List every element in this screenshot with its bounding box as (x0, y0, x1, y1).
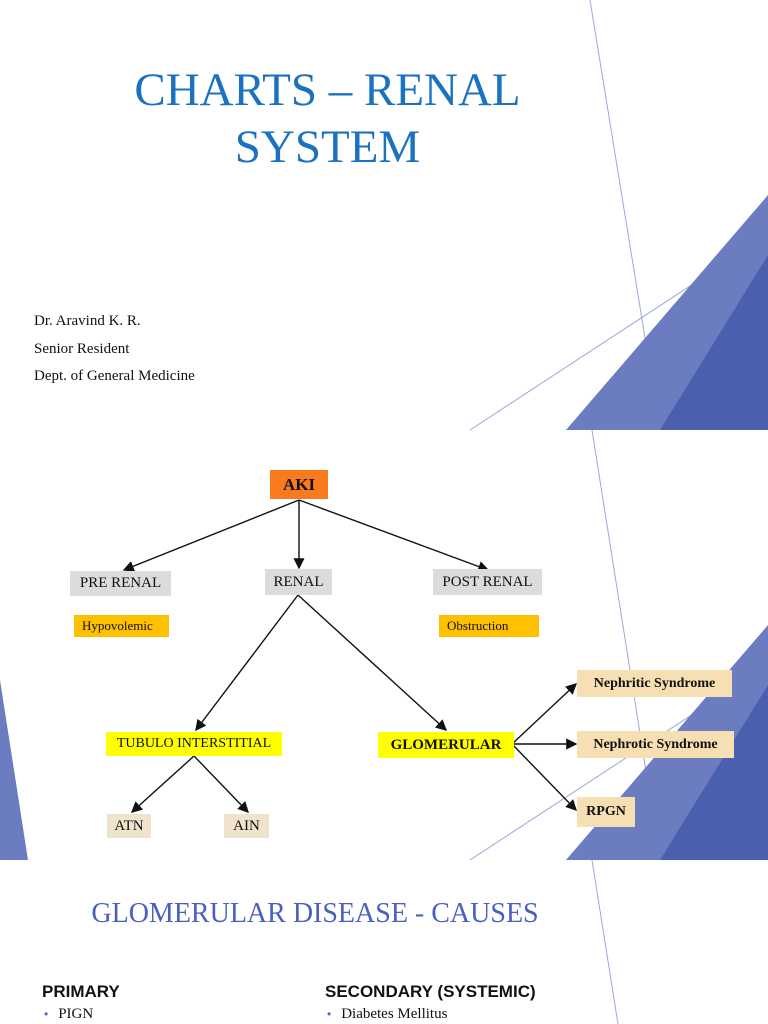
node-nephritic-syndrome: Nephritic Syndrome (577, 670, 732, 697)
secondary-heading: SECONDARY (SYSTEMIC) (325, 982, 536, 1001)
primary-item-text: PIGN (58, 1006, 94, 1022)
node-obstruction: Obstruction (439, 615, 539, 637)
slide-decoration (469, 0, 768, 430)
flowchart-connectors (122, 499, 578, 814)
title-line-2: SYSTEM (234, 121, 421, 173)
secondary-list-item: • Diabetes Mellitus (327, 1006, 447, 1023)
node-hypovolemic: Hypovolemic (74, 615, 169, 637)
glomerular-causes-slide: GLOMERULAR DISEASE - CAUSES PRIMARY SECO… (0, 860, 768, 1024)
slide-title: GLOMERULAR DISEASE - CAUSES (91, 898, 539, 929)
bullet-icon: • (327, 1007, 332, 1021)
arrow-aki-prerenal (122, 499, 300, 572)
node-ain: AIN (224, 814, 269, 838)
node-post-renal: POST RENAL (433, 569, 542, 595)
author-block: Dr. Aravind K. R. Senior Resident Dept. … (34, 308, 195, 391)
node-atn: ATN (107, 814, 151, 838)
arrow-glom-nephritic (511, 683, 578, 745)
arrow-glom-rpgn (511, 743, 577, 812)
arrow-aki-postrenal (298, 499, 490, 572)
slide-title: CHARTS – RENAL SYSTEM (40, 62, 615, 176)
title-slide: CHARTS – RENAL SYSTEM Dr. Aravind K. R. … (0, 0, 768, 430)
node-tubulo-interstitial: TUBULO INTERSTITIAL (106, 732, 282, 756)
bullet-icon: • (44, 1007, 49, 1021)
secondary-item-text: Diabetes Mellitus (341, 1006, 448, 1022)
title-line-1: CHARTS – RENAL (134, 64, 521, 116)
primary-list-item: • PIGN (44, 1006, 93, 1023)
node-pre-renal: PRE RENAL (70, 571, 171, 596)
arrow-renal-tubulo (195, 594, 299, 732)
node-renal: RENAL (265, 569, 332, 595)
aki-flowchart-slide: AKI PRE RENAL RENAL POST RENAL Hypovolem… (0, 430, 768, 860)
author-dept: Dept. of General Medicine (34, 368, 195, 384)
arrow-tubulo-ain (193, 755, 249, 814)
arrow-renal-glomerular (297, 594, 448, 731)
author-name: Dr. Aravind K. R. (34, 313, 141, 329)
node-nephrotic-syndrome: Nephrotic Syndrome (577, 731, 734, 758)
node-aki: AKI (270, 470, 328, 499)
node-rpgn: RPGN (577, 797, 635, 827)
node-glomerular: GLOMERULAR (378, 732, 514, 758)
primary-heading: PRIMARY (42, 982, 120, 1001)
author-role: Senior Resident (34, 340, 130, 357)
arrow-tubulo-atn (130, 755, 195, 813)
slide-decoration (591, 860, 619, 1024)
